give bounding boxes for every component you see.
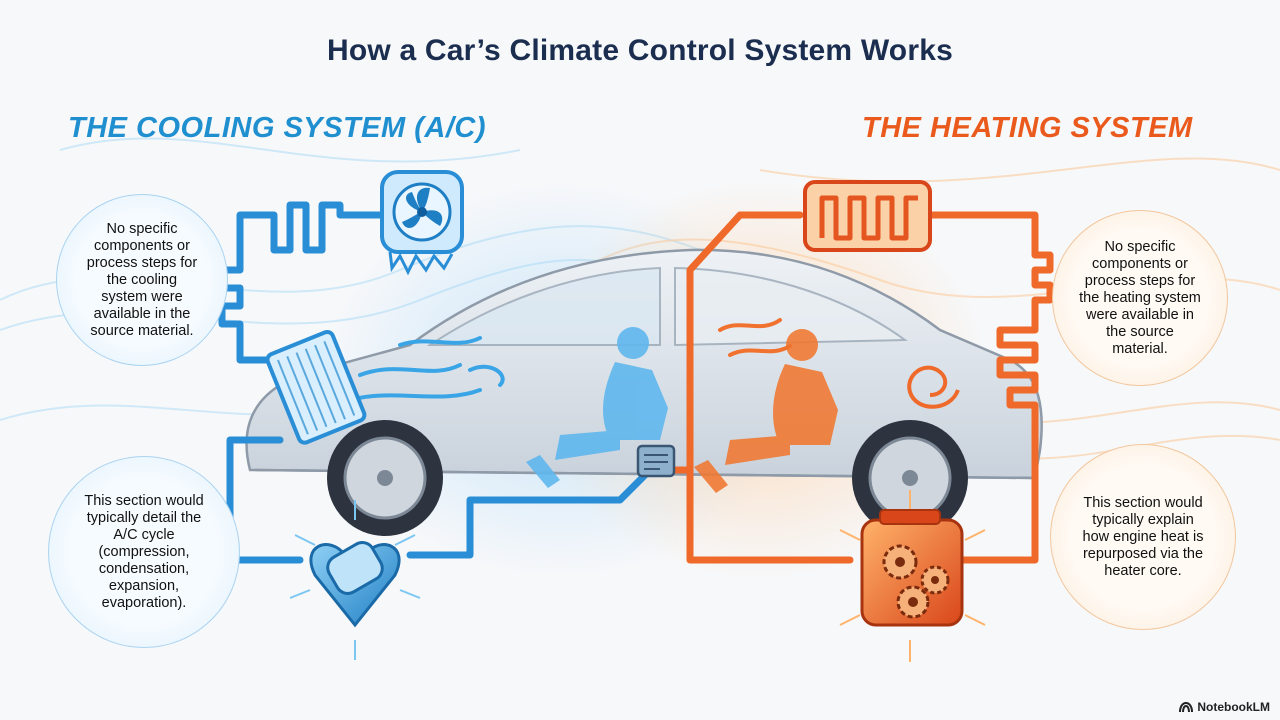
- car-illustration: [245, 248, 1043, 536]
- cool-passenger-icon: [526, 327, 668, 488]
- heat-swirl-icon: [907, 365, 960, 409]
- heater-core-icon: [803, 180, 932, 252]
- notebooklm-watermark: NotebookLM: [1179, 700, 1270, 714]
- climate-control-panel-icon: [636, 444, 676, 478]
- engine-gears-icon: [839, 490, 986, 662]
- evaporator-fan-icon: [380, 170, 464, 276]
- heat-passenger-icon: [694, 329, 838, 493]
- cooling-note-components: No specific components or process steps …: [56, 194, 228, 366]
- heating-system-heading: THE HEATING SYSTEM: [862, 112, 1193, 144]
- cool-airflow-icon: [348, 336, 505, 402]
- condenser-icon: [265, 329, 367, 445]
- cooling-note-cycle: This section would typically detail the …: [48, 456, 240, 648]
- cooling-system-heading: THE COOLING SYSTEM (A/C): [68, 112, 486, 144]
- page-title: How a Car’s Climate Control System Works: [327, 34, 953, 67]
- watermark-label: NotebookLM: [1197, 700, 1270, 714]
- heat-airflow-icon: [718, 318, 792, 357]
- cool-pipe-coil-icon: [218, 201, 654, 564]
- heating-note-heater-core: This section would typically explain how…: [1050, 444, 1236, 630]
- compressor-icon: [289, 500, 421, 660]
- heating-note-components: No specific components or process steps …: [1052, 210, 1228, 386]
- notebooklm-logo-icon: [1179, 701, 1194, 713]
